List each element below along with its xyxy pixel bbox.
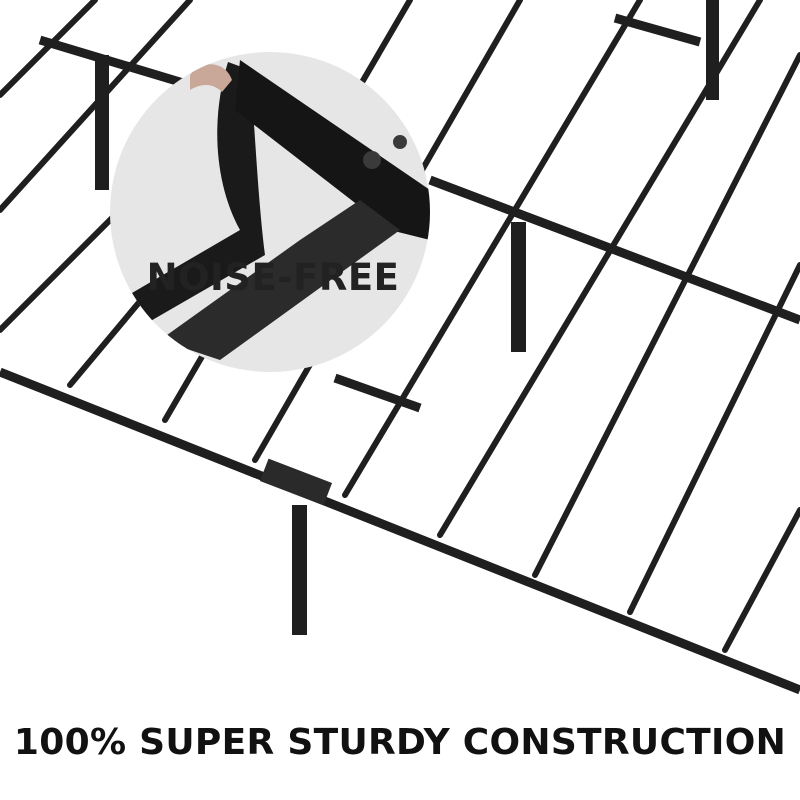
metal-bar-closeup [235, 60, 430, 240]
noise-free-inset [110, 52, 430, 372]
finger-icon [190, 64, 232, 92]
frame-rails [0, 13, 800, 695]
leg-back-left [95, 55, 109, 190]
noise-free-label: NOISE-FREE [146, 256, 400, 299]
product-caption: 100% SUPER STURDY CONSTRUCTION [13, 722, 787, 763]
frame-legs [95, 0, 719, 635]
rubber-strap [120, 62, 265, 330]
leg-front [292, 505, 307, 635]
frame-slats [0, 0, 800, 653]
hinge-plate [259, 458, 333, 506]
leg-middle [511, 222, 526, 352]
rivet-icon [363, 151, 381, 169]
leg-back-right [706, 0, 719, 100]
rivet-icon [393, 135, 407, 149]
